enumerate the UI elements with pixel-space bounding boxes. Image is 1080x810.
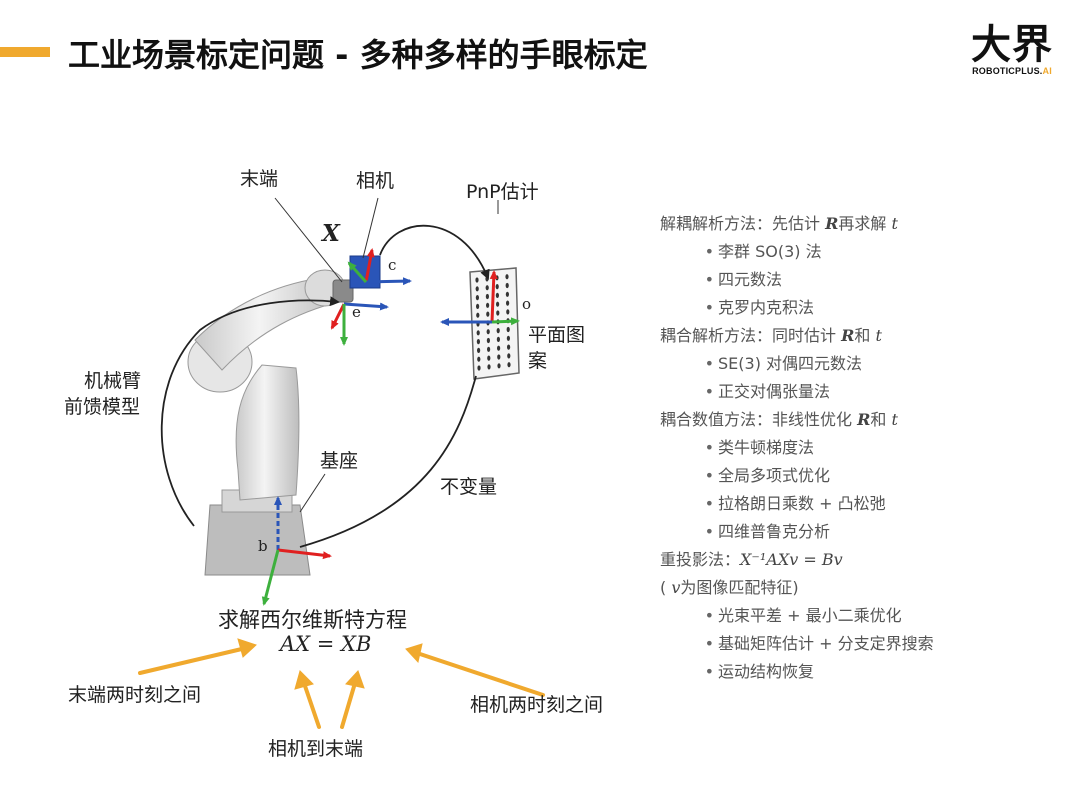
frame-c-label: c [388, 256, 397, 274]
invariant-curve [299, 375, 477, 548]
logo-mark: 大界 [971, 22, 1053, 68]
camera-between-label: 相机两时刻之间 [470, 694, 604, 716]
coupled-analytic-method-item: SE(3) 对偶四元数法 [660, 350, 1070, 378]
page-title: 工业场景标定问题 - 多种多样的手眼标定 [68, 36, 648, 74]
reprojection-note: ( v为图像匹配特征) [660, 578, 799, 597]
pattern-label-line2: 案 [528, 350, 548, 372]
pnp-estimate-curve [379, 224, 490, 280]
x-transform-label: X [322, 220, 340, 247]
end-frame-axes [330, 302, 389, 346]
arm-feedforward-curve [160, 296, 340, 527]
pattern-frame-axes [440, 270, 520, 326]
sylvester-title: 求解西尔维斯特方程 [218, 608, 407, 632]
coupled-analytic-method-item: 正交对偶张量法 [660, 378, 1070, 406]
ax-xb-equation: AX = XB [280, 632, 372, 656]
reprojection-method-item: 运动结构恢复 [660, 658, 1070, 686]
reprojection-method-item: 光束平差 + 最小二乘优化 [660, 602, 1070, 630]
method-group-decoupled: 解耦解析方法：先估计 R再求解 t [660, 214, 898, 233]
logo: 大界 ROBOTICPLUS.AI [962, 24, 1062, 76]
end-between-label: 末端两时刻之间 [68, 684, 202, 706]
decoupled-method-item: 四元数法 [660, 266, 1070, 294]
method-group-reprojection: 重投影法：X⁻¹AXv = Bv [660, 550, 843, 569]
frame-e-label: e [352, 303, 361, 321]
base-label: 基座 [320, 450, 359, 472]
coupled-numeric-method-item: 拉格朗日乘数 + 凸松弛 [660, 490, 1070, 518]
coupled-numeric-method-item: 类牛顿梯度法 [660, 434, 1070, 462]
methods-list: 解耦解析方法：先估计 R再求解 t 李群 SO(3) 法四元数法克罗内克积法 耦… [660, 210, 1070, 686]
camera-to-end-label: 相机到末端 [268, 738, 364, 760]
method-group-coupled-numeric: 耦合数值方法：非线性优化 R和 t [660, 410, 898, 429]
method-group-coupled-analytic: 耦合解析方法：同时估计 R和 t [660, 326, 882, 345]
end-leader-line [274, 197, 343, 283]
coupled-numeric-method-item: 四维普鲁克分析 [660, 518, 1070, 546]
end-label: 末端 [240, 168, 279, 190]
frame-b-label: b [258, 537, 268, 555]
arm-model-label-line2: 前馈模型 [64, 396, 141, 418]
camera-label: 相机 [356, 170, 395, 192]
pattern-label-line1: 平面图 [528, 324, 586, 346]
decoupled-method-item: 李群 SO(3) 法 [660, 238, 1070, 266]
base-frame-axes [261, 496, 332, 606]
decoupled-method-item: 克罗内克积法 [660, 294, 1070, 322]
reprojection-method-item: 基础矩阵估计 + 分支定界搜索 [660, 630, 1070, 658]
robot-arm-illustration [187, 269, 354, 576]
base-leader-line [299, 473, 326, 513]
camera-frame-axes [347, 248, 412, 286]
invariant-label: 不变量 [440, 476, 498, 498]
annotation-arrows [138, 638, 545, 729]
camera-leader-line [362, 197, 379, 259]
frame-o-label: o [522, 295, 532, 313]
coupled-numeric-method-item: 全局多项式优化 [660, 462, 1070, 490]
logo-subtitle: ROBOTICPLUS.AI [972, 66, 1052, 76]
pnp-label: PnP估计 [466, 181, 539, 203]
arm-model-label-line1: 机械臂 [84, 370, 142, 392]
title-accent-bar [0, 47, 50, 57]
